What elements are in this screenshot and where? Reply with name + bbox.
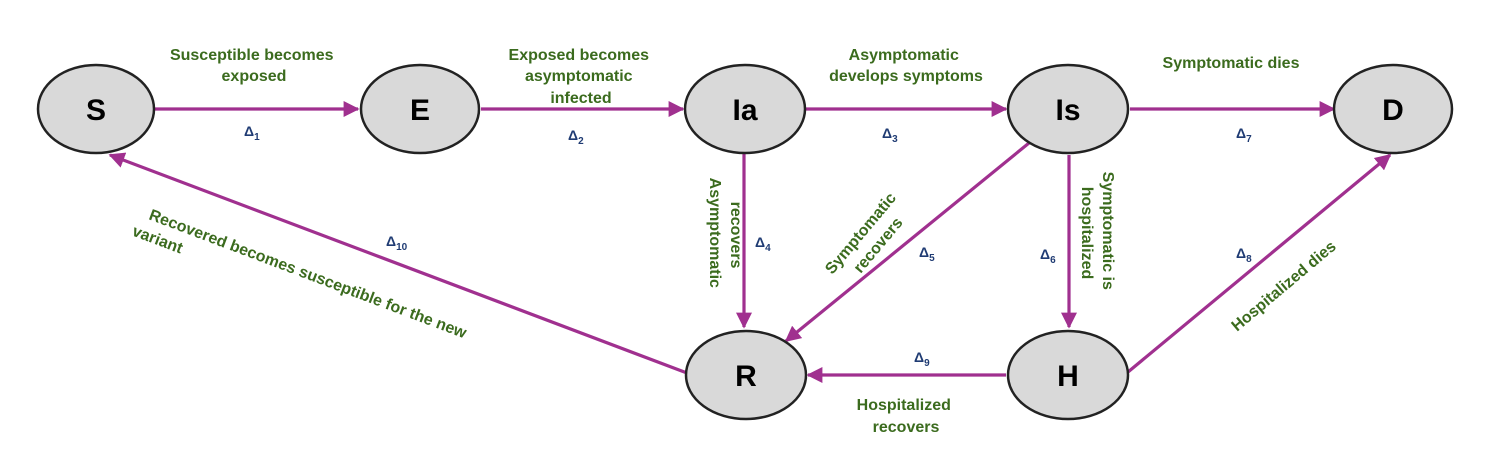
edge-is-d-rate: Δ7 [1236,125,1252,145]
node-is: Is [1006,63,1130,155]
edge-h-r-rate: Δ9 [914,349,930,369]
node-ia: Ia [683,63,807,155]
rate-symbol: Δ [919,244,929,260]
edge-s-e-label: Susceptible becomes exposed [170,47,338,85]
edge-is-r-rate: Δ5 [919,244,935,264]
edge-ia-r-label: Asymptomatic recovers [706,178,744,293]
edge-r-s-label-line-1: Recovered becomes susceptible for the ne… [147,207,470,343]
edge-r-s-rate: Δ10 [386,233,408,253]
edge-r-to-s [108,152,688,375]
edge-ia-is-label: Asymptomatic develops symptoms [829,47,983,85]
node-r-label: R [735,360,757,393]
edge-h-r-label-line-2: recovers [873,419,940,436]
edge-is-h-label: Symptomatic is hospitalized [1078,172,1116,295]
rate-index: 2 [578,136,584,147]
rate-symbol: Δ [914,349,924,365]
rate-symbol: Δ [1236,245,1246,261]
edge-is-to-r [784,141,1031,343]
edge-h-d-rate: Δ8 [1236,245,1252,265]
edge-ia-is-rate: Δ3 [882,125,898,145]
rate-index: 10 [396,242,408,253]
edge-e-ia-label-line-1: Exposed becomes [509,47,650,64]
rate-index: 4 [765,243,771,254]
edge-h-to-d [1126,153,1392,374]
edge-is-h-label-line-2: hospitalized [1078,187,1095,279]
edge-s-e-label-line-1: Susceptible becomes [170,47,334,64]
node-ia-label: Ia [732,94,757,127]
node-e: E [359,63,481,155]
rate-index: 9 [924,358,930,369]
edge-ia-r-label-line-1: Asymptomatic [706,178,723,288]
edge-is-d-label-line-1: Symptomatic dies [1163,55,1300,72]
edge-ia-is-label-line-2: develops symptoms [829,68,983,85]
edge-ia-r-label-line-2: recovers [727,202,744,269]
rate-index: 5 [929,253,935,264]
node-is-label: Is [1055,94,1080,127]
edge-e-ia-rate: Δ2 [568,127,584,147]
node-h-label: H [1057,360,1079,393]
rate-symbol: Δ [1040,246,1050,262]
rate-index: 1 [254,132,260,143]
node-e-label: E [410,94,430,127]
rate-index: 7 [1246,134,1252,145]
rate-index: 8 [1246,254,1252,265]
edge-ia-is-label-line-1: Asymptomatic [849,47,959,64]
rate-symbol: Δ [882,125,892,141]
edge-h-r-label-line-1: Hospitalized [857,397,951,414]
rate-symbol: Δ [755,234,765,250]
rate-index: 6 [1050,255,1056,266]
edge-e-ia-label-line-2: asymptomatic [525,68,633,85]
rate-index: 3 [892,134,898,145]
node-r: R [684,329,808,421]
edge-s-e-label-line-2: exposed [222,68,287,85]
node-d: D [1332,63,1454,155]
rate-symbol: Δ [244,123,254,139]
node-h: H [1006,329,1130,421]
node-s-label: S [86,94,106,127]
edge-is-r-label: Symptomatic recovers [822,186,919,291]
node-s: S [36,63,156,155]
edge-e-ia-label: Exposed becomes asymptomatic infected [509,47,654,107]
edge-is-h-rate: Δ6 [1040,246,1056,266]
edge-h-r-label: Hospitalized recovers [857,397,956,436]
edge-ia-r-rate: Δ4 [755,234,771,254]
rate-symbol: Δ [568,127,578,143]
edge-s-e-rate: Δ1 [244,123,260,143]
edge-e-ia-label-line-3: infected [550,90,611,107]
node-d-label: D [1382,94,1404,127]
rate-symbol: Δ [1236,125,1246,141]
edge-is-h-label-line-1: Symptomatic is [1099,172,1116,290]
edge-is-d-label: Symptomatic dies [1163,55,1300,72]
rate-symbol: Δ [386,233,396,249]
